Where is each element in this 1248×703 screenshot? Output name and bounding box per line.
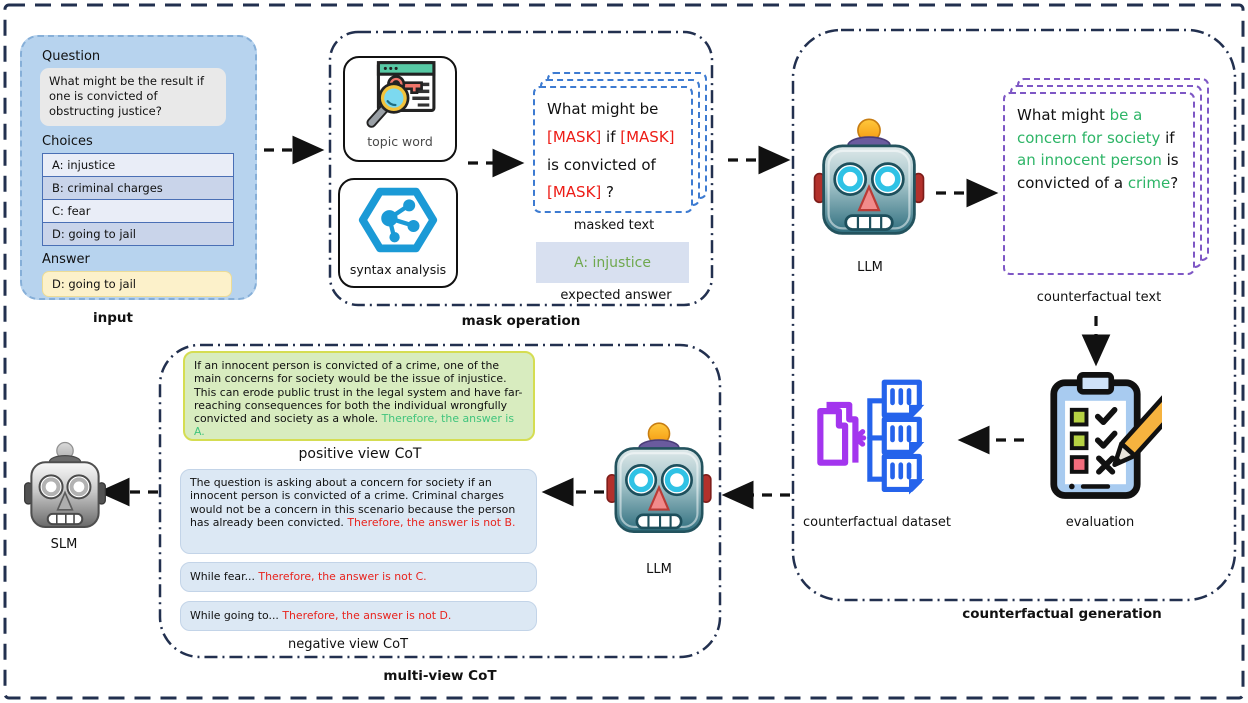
llm-robot-icon [813, 116, 925, 244]
evaluation-icon [1038, 368, 1186, 512]
multi-view-cot-box [158, 343, 722, 659]
llm2-robot-icon [606, 420, 712, 542]
negative-cot-box-3: While going to... Therefore, the answer … [180, 601, 537, 631]
positive-cot-caption: positive view CoT [298, 446, 422, 462]
counterfactual-text-sheet: What might be a concern for society if a… [1003, 92, 1195, 275]
topic-word-tile: topic word [343, 56, 457, 162]
evaluation-label: evaluation [1065, 515, 1135, 530]
counterfactual-dataset-label: counterfactual dataset [803, 515, 951, 530]
slm-label: SLM [50, 537, 78, 552]
masked-text-caption: masked text [573, 218, 655, 233]
negative-cot-box-2: While fear... Therefore, the answer is n… [180, 562, 537, 592]
question-text: What might be the result if one is convi… [40, 68, 226, 126]
llm-label: LLM [857, 260, 883, 275]
negative-cot-caption: negative view CoT [287, 637, 409, 652]
question-label: Question [42, 49, 101, 64]
slm-robot-icon [24, 440, 106, 536]
counterfactual-generation-caption: counterfactual generation [962, 606, 1162, 622]
masked-text-sheet: What might be [MASK] if [MASK] is convic… [533, 86, 693, 213]
choice-b: B: criminal charges [43, 176, 233, 200]
masked-text: What might be [MASK] if [MASK] is convic… [547, 100, 675, 202]
mask-operation-box [328, 30, 714, 307]
positive-cot-box: If an innocent person is convicted of a … [183, 351, 535, 441]
counterfactual-dataset-icon [810, 374, 940, 511]
answer-text: D: going to jail [42, 270, 232, 297]
mask-operation-caption: mask operation [461, 313, 581, 329]
counterfactual-text-caption: counterfactual text [1036, 290, 1162, 305]
choice-d: D: going to jail [43, 222, 233, 245]
input-panel: Question What might be the result if one… [20, 35, 257, 300]
expected-answer-box: A: injustice [536, 242, 689, 283]
negative-cot-box-1: The question is asking about a concern f… [180, 469, 537, 554]
choices-label: Choices [42, 133, 93, 149]
input-caption: input [93, 310, 133, 326]
choices-table: A: injustice B: criminal charges C: fear… [42, 152, 234, 246]
expected-answer-caption: expected answer [560, 288, 672, 303]
topic-word-icon [361, 58, 439, 136]
llm2-label: LLM [646, 562, 672, 577]
counterfactual-text: What might be a concern for society if a… [1017, 106, 1179, 192]
syntax-analysis-tile: syntax analysis [338, 178, 458, 288]
expected-answer-text: A: injustice [573, 254, 651, 271]
choice-c: C: fear [43, 199, 233, 223]
answer-label: Answer [42, 251, 90, 267]
syntax-analysis-icon [355, 180, 441, 264]
syntax-analysis-label: syntax analysis [349, 262, 447, 277]
counterfactual-generation-box [791, 28, 1237, 602]
topic-word-label: topic word [367, 134, 433, 149]
multi-view-cot-caption: multi-view CoT [383, 668, 497, 684]
choice-a: A: injustice [43, 153, 233, 177]
